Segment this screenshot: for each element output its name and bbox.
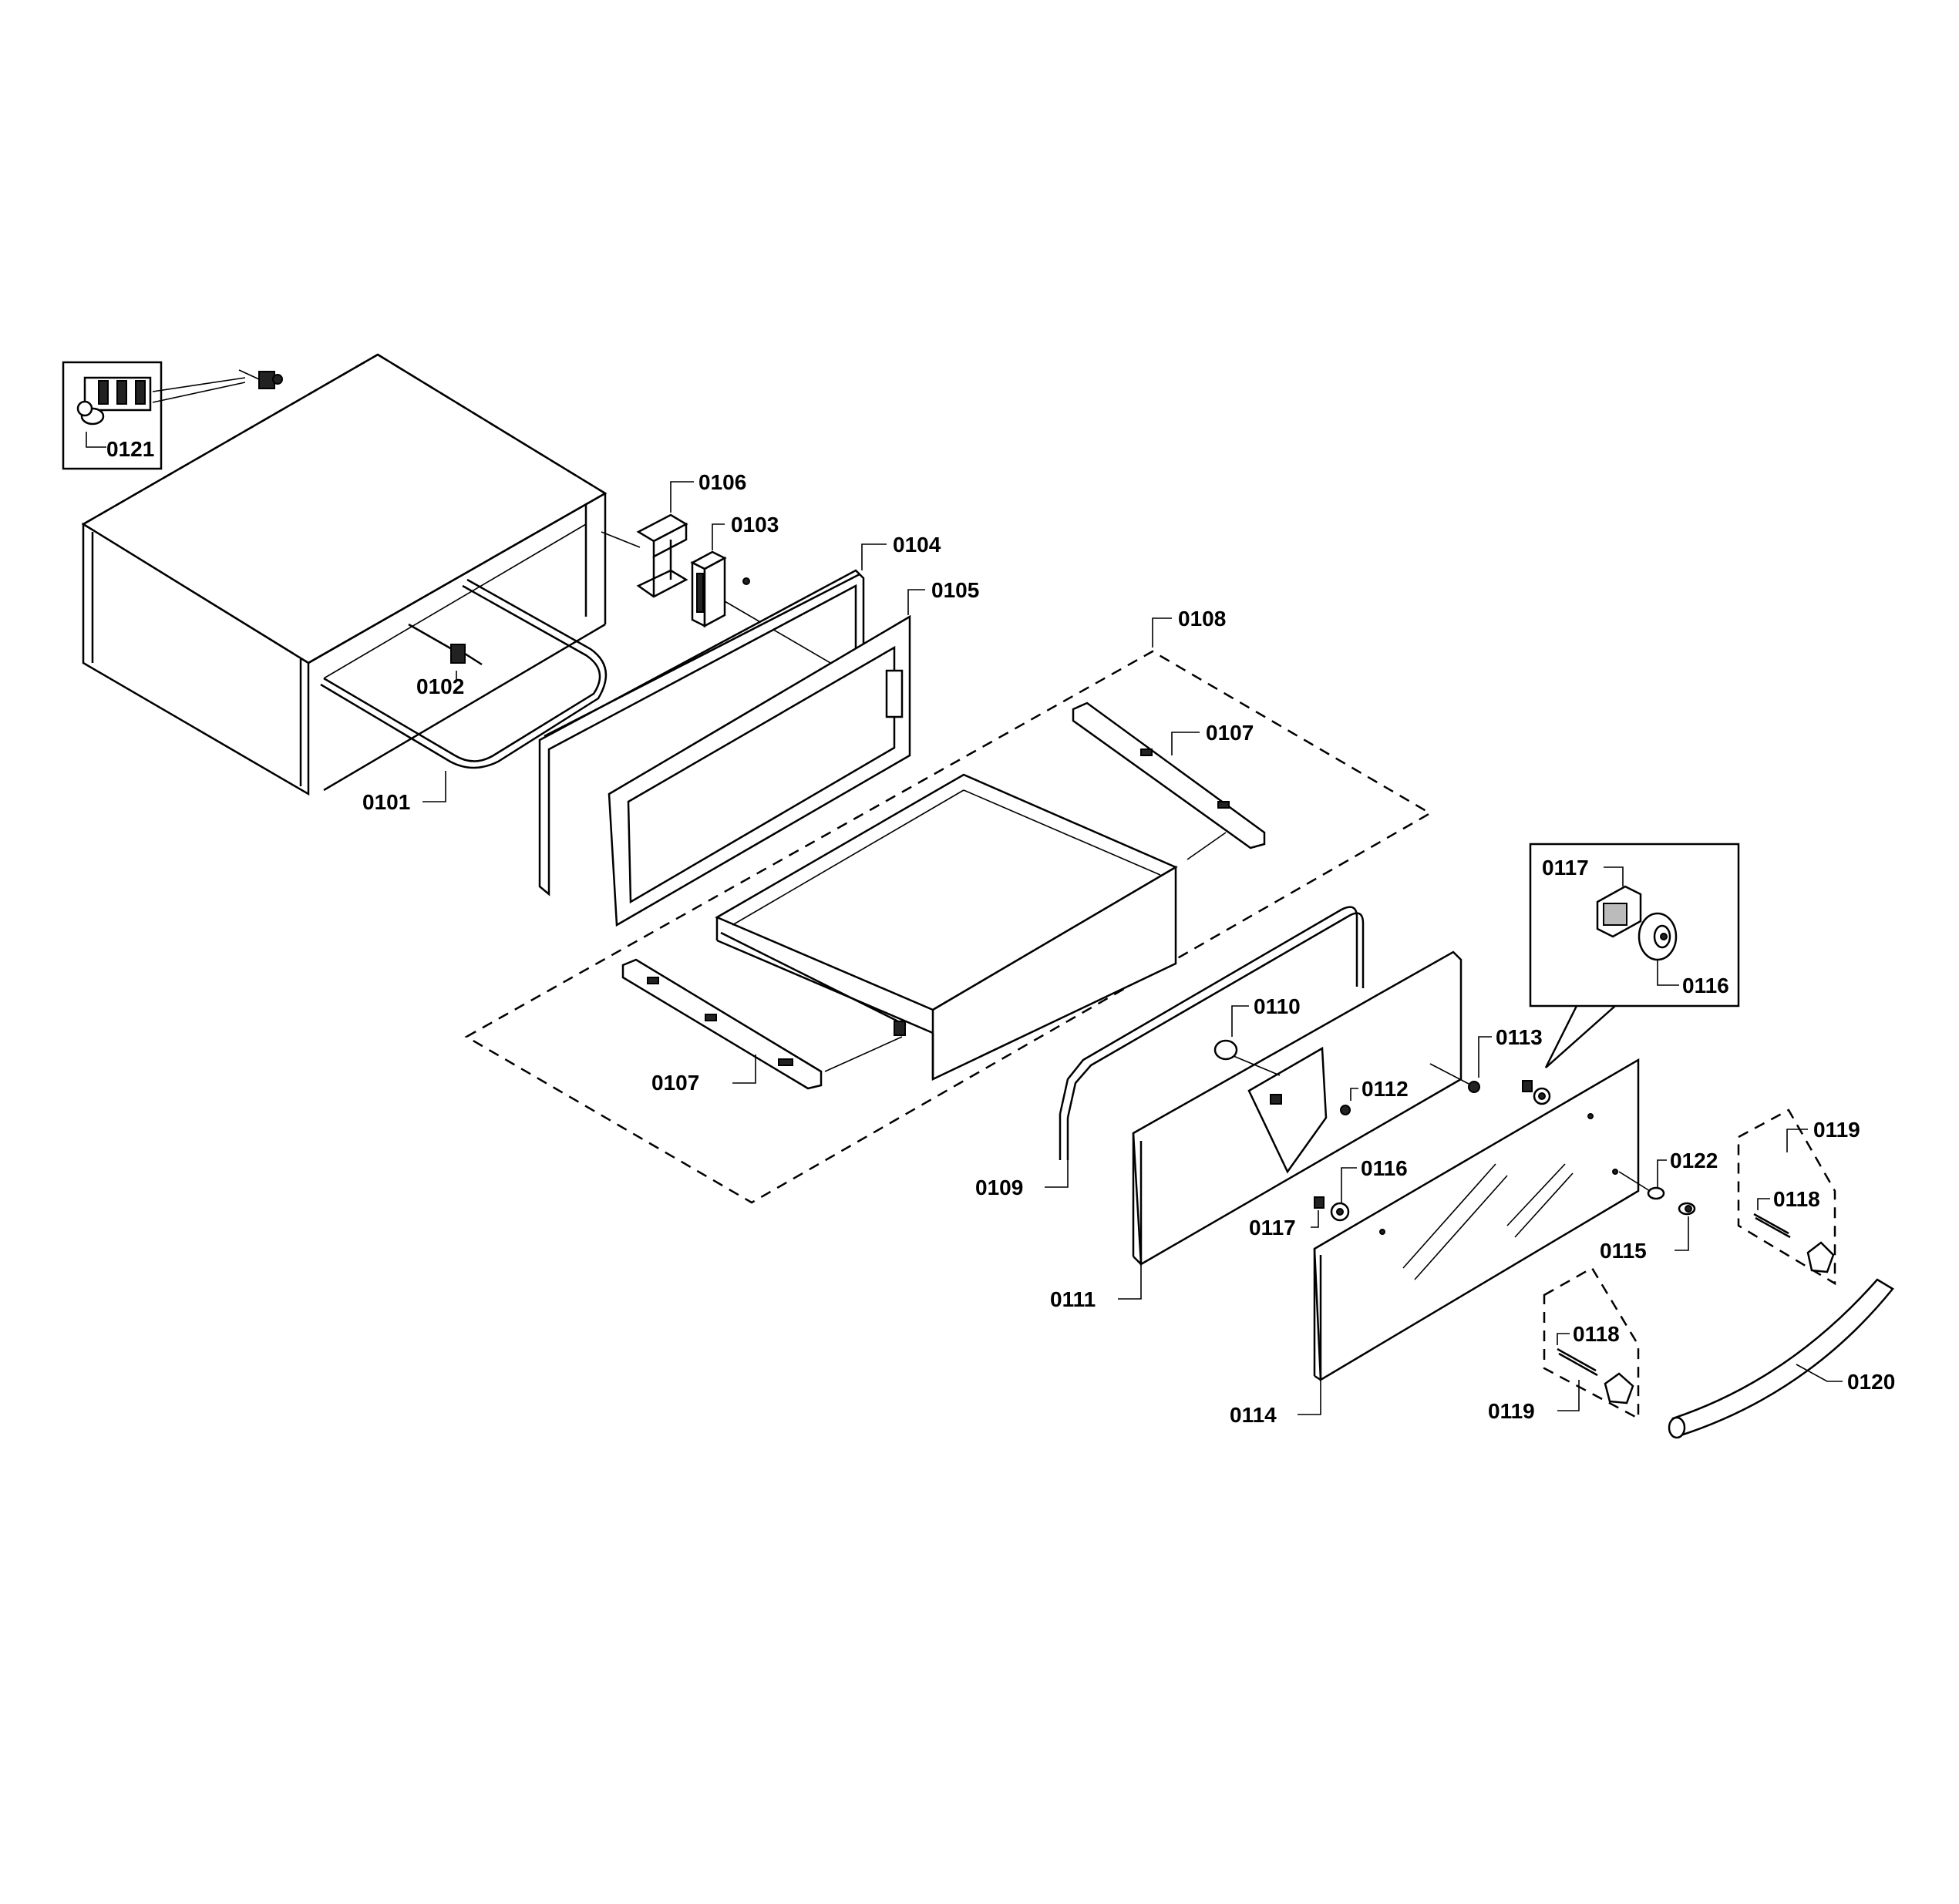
label-0122: 0122	[1670, 1149, 1718, 1172]
heating-element	[320, 578, 608, 769]
label-0103: 0103	[731, 513, 779, 537]
label-0106: 0106	[698, 470, 746, 494]
screw-0113	[1429, 1063, 1480, 1093]
label-0104: 0104	[893, 533, 941, 557]
inset-terminal-block	[62, 361, 283, 470]
screw-0115	[1678, 1202, 1696, 1216]
door-handle	[1668, 1278, 1894, 1439]
terminal-block-mounted	[258, 371, 283, 389]
terminal-block-part	[76, 376, 152, 426]
label-0107-left: 0107	[651, 1071, 699, 1095]
label-0118-upper: 0118	[1773, 1187, 1820, 1211]
handle-cap-lower	[1604, 1372, 1634, 1404]
glass-door-panel	[1313, 1058, 1640, 1382]
spacer-0122	[1618, 1171, 1665, 1200]
label-0118-lower: 0118	[1573, 1322, 1620, 1346]
sensor-part	[408, 623, 483, 666]
drawer-box	[715, 773, 1178, 1081]
screw-0112	[1340, 1105, 1351, 1115]
label-0109: 0109	[975, 1176, 1023, 1199]
label-0107-right: 0107	[1206, 721, 1254, 745]
washer-0116-inset	[1638, 912, 1678, 961]
label-0119-upper: 0119	[1813, 1118, 1860, 1142]
label-0114: 0114	[1230, 1403, 1277, 1427]
label-0108: 0108	[1178, 607, 1226, 631]
clip-0117-inset	[1596, 885, 1642, 938]
inset-hinge-detail	[1529, 843, 1740, 1068]
handle-mount-group-lower	[1543, 1267, 1640, 1421]
label-0111: 0111	[1050, 1287, 1096, 1311]
label-0121: 0121	[106, 437, 154, 461]
spacer-0110	[1213, 1039, 1238, 1061]
label-0105: 0105	[931, 578, 979, 602]
bolt-0118-lower	[1557, 1347, 1598, 1377]
handle-mount-group-upper	[1737, 1108, 1836, 1286]
hinge-clip-small	[1522, 1080, 1551, 1105]
bolt-0118-upper	[1753, 1213, 1791, 1239]
slide-rail-left	[621, 958, 823, 1090]
label-0110: 0110	[1254, 994, 1301, 1018]
label-0117-lower: 0117	[1249, 1216, 1296, 1240]
handle-cap-upper	[1806, 1241, 1835, 1273]
bracket-part	[636, 513, 688, 598]
front-frame	[608, 614, 911, 927]
drawer-assembly-boundary	[464, 650, 1432, 1204]
label-0117-inset: 0117	[1542, 856, 1589, 880]
label-0115: 0115	[1600, 1239, 1647, 1263]
label-0119-lower: 0119	[1488, 1399, 1535, 1423]
label-0102: 0102	[416, 674, 464, 698]
clip-0117-lower	[1314, 1196, 1325, 1209]
label-0120: 0120	[1847, 1370, 1895, 1394]
washer-0116-lower	[1330, 1202, 1350, 1222]
label-0116-lower: 0116	[1361, 1156, 1408, 1180]
cabinet-housing	[81, 353, 608, 796]
label-0113: 0113	[1496, 1025, 1543, 1049]
slide-rail-right	[1072, 701, 1266, 849]
gasket-frame	[538, 569, 865, 896]
label-0101: 0101	[362, 790, 410, 814]
control-module	[690, 550, 750, 628]
inner-door-panel	[1132, 950, 1463, 1267]
door-gasket	[1059, 906, 1365, 1160]
label-0112: 0112	[1362, 1077, 1409, 1101]
label-0116-inset: 0116	[1682, 974, 1729, 997]
